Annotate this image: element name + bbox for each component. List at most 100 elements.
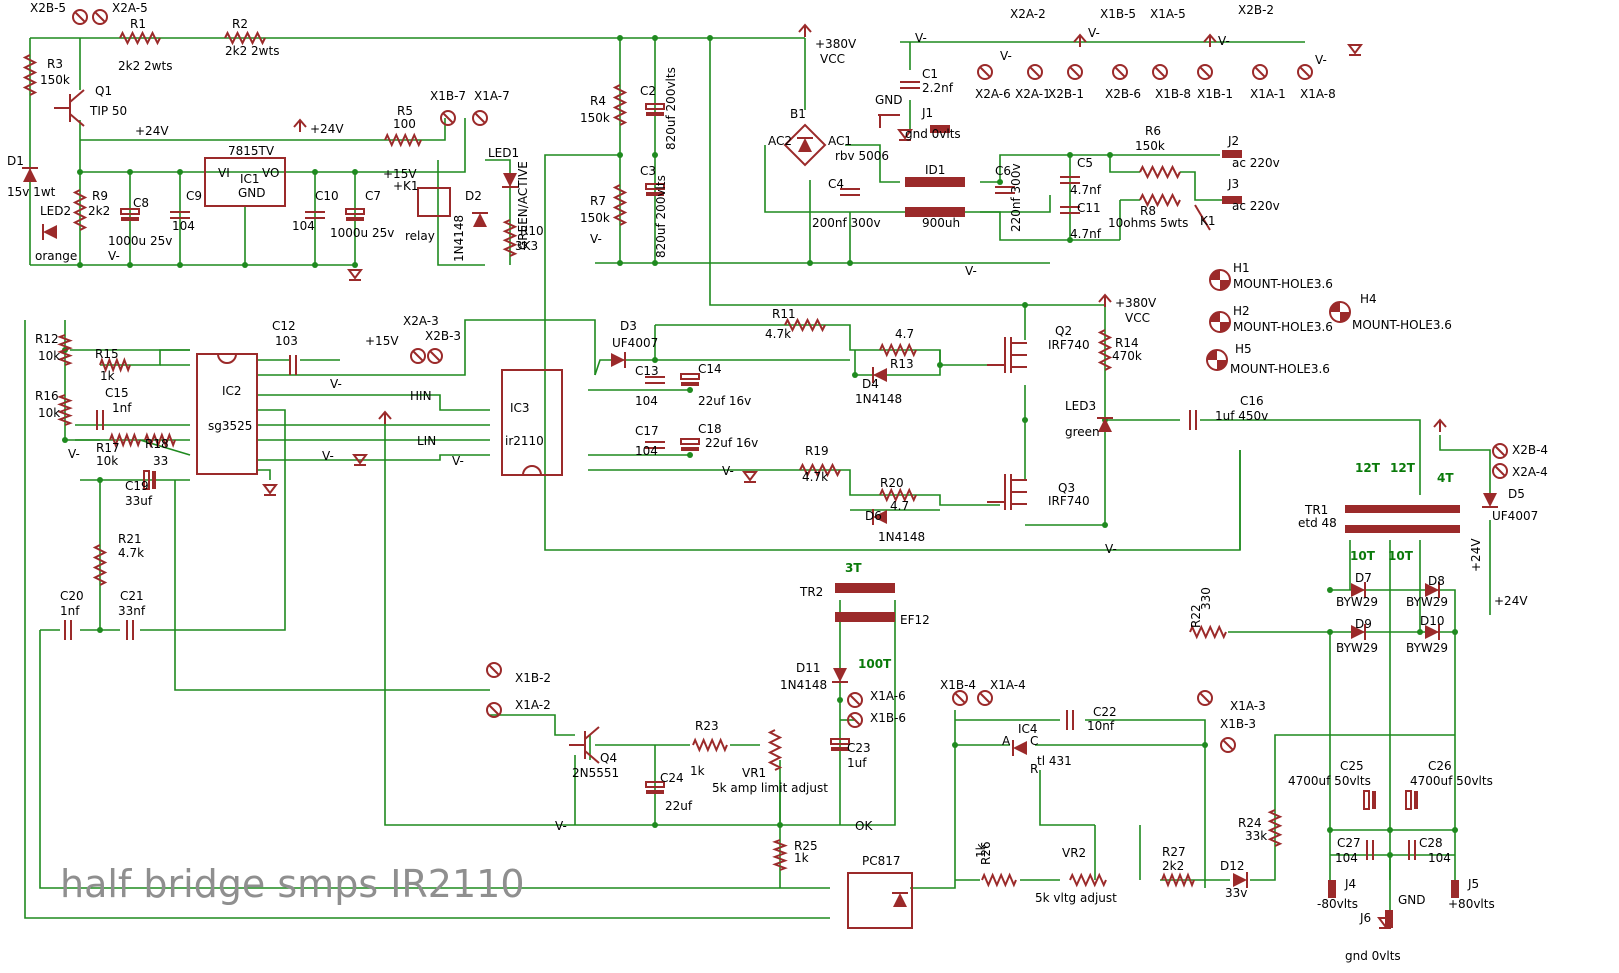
label-j3v: ac 220v xyxy=(1232,199,1280,213)
mount-hole-icon xyxy=(1207,350,1217,360)
terminal-icon xyxy=(1112,64,1128,80)
terminal-icon xyxy=(1029,66,1041,78)
label-c3: C3 xyxy=(640,164,656,178)
label-t100: 100T xyxy=(858,657,892,671)
mount-hole-icon xyxy=(1210,270,1220,280)
label-vm5: V- xyxy=(1000,49,1012,63)
junction-dot xyxy=(687,387,693,393)
label-c21v: 33nf xyxy=(118,604,146,618)
wire xyxy=(1180,171,1230,201)
label-vm11: V- xyxy=(322,449,334,463)
junction-dot xyxy=(707,35,713,41)
label-r23v: 1k xyxy=(690,764,705,778)
label-c6v: 220nf 300v xyxy=(1009,163,1023,232)
terminal-icon xyxy=(979,692,991,704)
terminal-icon xyxy=(1154,66,1166,78)
terminal-icon xyxy=(977,64,993,80)
terminal-icon xyxy=(427,348,443,364)
terminal-icon xyxy=(72,9,88,25)
wire xyxy=(258,469,271,480)
junction-dot xyxy=(807,260,813,266)
label-x1b2: X1B-2 xyxy=(515,671,551,685)
wire xyxy=(594,359,850,376)
terminal-icon xyxy=(1152,64,1168,80)
vr1-potentiometer xyxy=(767,729,783,771)
label-c11: C11 xyxy=(1077,201,1101,215)
q1-transistor xyxy=(69,89,85,103)
label-d11: D11 xyxy=(796,661,821,675)
label-d5v: UF4007 xyxy=(1492,509,1538,523)
terminal-icon xyxy=(488,664,500,676)
label-x2b5: X2B-5 xyxy=(30,1,66,15)
terminal-icon xyxy=(952,690,968,706)
label-d9v: BYW29 xyxy=(1336,641,1378,655)
terminal-icon xyxy=(1494,445,1506,457)
terminal-icon xyxy=(74,11,86,23)
label-d8v: BYW29 xyxy=(1406,595,1448,609)
label-pk1: +K1 xyxy=(393,179,419,193)
tr2-transformer xyxy=(835,583,895,593)
label-led1: LED1 xyxy=(488,146,519,160)
label-vr1v: 5k amp limit adjust xyxy=(712,781,828,795)
r5-resistor xyxy=(384,132,422,148)
label-c17: C17 xyxy=(635,424,659,438)
junction-dot xyxy=(1327,827,1333,833)
j1-connector xyxy=(930,125,950,133)
label-tr1: TR1 xyxy=(1304,503,1328,517)
terminal-icon xyxy=(440,110,456,126)
r9-resistor xyxy=(72,189,88,231)
c3-capacitor xyxy=(645,183,665,190)
components xyxy=(22,9,1508,929)
junction-dot xyxy=(1327,587,1333,593)
label-v24a: +24V xyxy=(135,124,169,138)
wire xyxy=(910,710,956,889)
wire xyxy=(845,144,900,183)
label-ga: GREEN/ACTIVE xyxy=(516,161,530,250)
wire xyxy=(1039,770,1095,826)
label-rbv: rbv 5006 xyxy=(835,149,889,163)
junction-dot xyxy=(312,169,318,175)
terminal-icon xyxy=(92,9,108,25)
label-j5v: +80vlts xyxy=(1448,897,1495,911)
label-c27v: 104 xyxy=(1335,851,1358,865)
r11-resistor xyxy=(784,317,826,333)
label-h4v: MOUNT-HOLE3.6 xyxy=(1352,318,1452,332)
label-d6: D6 xyxy=(865,509,882,523)
r21-resistor xyxy=(92,544,108,586)
label-c2: C2 xyxy=(640,84,656,98)
junction-dot xyxy=(1067,237,1073,243)
label-j1: J1 xyxy=(921,106,933,120)
r10-resistor xyxy=(502,219,518,257)
label-r10: R10 xyxy=(520,224,544,238)
terminal-icon xyxy=(1197,690,1213,706)
label-r25: R25 xyxy=(794,839,818,853)
label-c12: C12 xyxy=(272,319,296,333)
d4-diode xyxy=(873,368,887,382)
label-v24c: +24V xyxy=(1469,538,1483,572)
tr1-transformer xyxy=(1345,525,1460,533)
junction-dot xyxy=(1387,827,1393,833)
label-q3v: IRF740 xyxy=(1048,494,1090,508)
label-led3: LED3 xyxy=(1065,399,1096,413)
label-d2: D2 xyxy=(465,189,482,203)
terminal-icon xyxy=(472,110,488,126)
label-r20v: 4.7 xyxy=(890,499,909,513)
label-r19v: 4.7k xyxy=(802,470,828,484)
label-d3v: UF4007 xyxy=(612,336,658,350)
terminal-icon xyxy=(977,690,993,706)
label-vcc1: VCC xyxy=(820,52,845,66)
label-x1b1: X1B-1 xyxy=(1197,87,1233,101)
label-c4: C4 xyxy=(828,177,844,191)
junction-dot xyxy=(652,357,658,363)
label-vm15: V- xyxy=(555,819,567,833)
wire xyxy=(174,480,490,691)
wire xyxy=(709,38,1105,306)
c18-capacitor xyxy=(680,438,700,445)
label-c25: C25 xyxy=(1340,759,1364,773)
label-r2v: 2k2 2wts xyxy=(225,44,279,58)
terminal-icon xyxy=(977,690,993,706)
r12-resistor xyxy=(57,334,73,366)
d12-zener xyxy=(1233,873,1247,887)
label-hin: HIN xyxy=(410,389,432,403)
mount-hole-icon xyxy=(1340,312,1350,322)
